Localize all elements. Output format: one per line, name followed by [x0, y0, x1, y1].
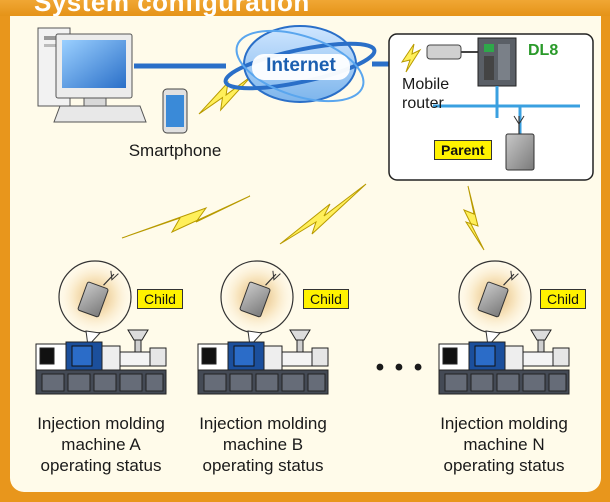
machine-b-line-1: Injection molding [199, 414, 327, 433]
child-badge-n: Child [540, 289, 586, 309]
wireless-link-b [279, 183, 367, 245]
router-label-line-2: router [402, 95, 444, 112]
machine-n-line-1: Injection molding [440, 414, 568, 433]
dl8-label: DL8 [528, 42, 559, 59]
machine-n-label: Injection molding machine N operating st… [419, 413, 589, 476]
machine-a-line-2: machine A [61, 435, 141, 454]
machine-n-line-3: operating status [443, 456, 565, 475]
router-signal-icon [400, 43, 422, 73]
page-title: System configuration [34, 0, 310, 16]
smartphone-label: Smartphone [128, 141, 222, 160]
dl8-logger-icon [477, 37, 517, 87]
machine-b-icon [197, 329, 329, 395]
parent-sensor-icon [505, 115, 535, 171]
wireless-link-n [462, 185, 485, 251]
mobile-router-icon [426, 44, 478, 60]
header-strip: System configuration [0, 0, 610, 16]
machine-b-line-2: machine B [222, 435, 304, 454]
internet-label: Internet [266, 55, 336, 76]
mobile-router-label: Mobile router [402, 75, 462, 113]
smartphone-icon [162, 88, 188, 134]
machine-a-line-1: Injection molding [37, 414, 165, 433]
machine-n-line-2: machine N [463, 435, 545, 454]
child-badge-a: Child [137, 289, 183, 309]
machine-b-line-3: operating status [202, 456, 324, 475]
child-sensor-a-icon [58, 260, 132, 334]
child-badge-b: Child [303, 289, 349, 309]
wireless-link-a [121, 195, 251, 239]
child-sensor-n-icon [458, 260, 532, 334]
parent-badge: Parent [434, 140, 492, 160]
machine-n-icon [438, 329, 570, 395]
internet-cloud-icon [223, 25, 377, 103]
child-sensor-b-icon [220, 260, 294, 334]
router-label-line-1: Mobile [402, 76, 450, 93]
desktop-pc-icon [37, 27, 147, 123]
machine-a-label: Injection molding machine A operating st… [16, 413, 186, 476]
machine-a-line-3: operating status [40, 456, 162, 475]
machine-a-icon [35, 329, 167, 395]
ellipsis: • • • [375, 354, 425, 381]
machine-b-label: Injection molding machine B operating st… [178, 413, 348, 476]
